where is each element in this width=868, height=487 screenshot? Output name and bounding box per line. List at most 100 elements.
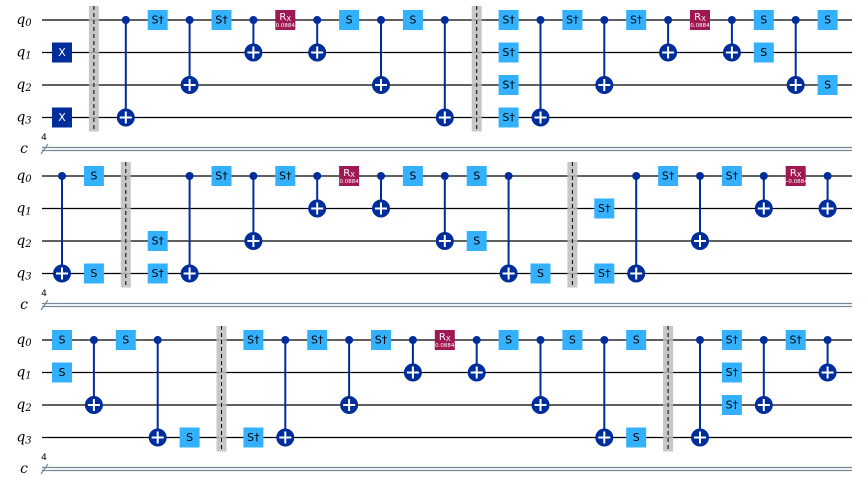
- cnot-gate: [308, 16, 327, 62]
- gate-box: [402, 10, 423, 30]
- cnot-gate: [372, 172, 390, 218]
- s-gate: S: [115, 330, 136, 350]
- s-gate: S: [339, 10, 360, 30]
- gate-box: [753, 10, 774, 30]
- gate-box: [147, 231, 168, 251]
- s-gate: S: [402, 166, 423, 186]
- gate-label: S†: [215, 170, 228, 183]
- gate-box: [626, 427, 647, 448]
- cnot-gate: [244, 172, 263, 250]
- gate-label: S: [473, 170, 480, 183]
- cnot-control-dot: [281, 336, 290, 344]
- gate-box: [785, 166, 806, 186]
- rx-gate: RX0.0884: [690, 10, 710, 30]
- s-dagger-gate: S†: [594, 198, 615, 219]
- cnot-control-dot: [696, 336, 704, 344]
- s-dagger-gate: S†: [147, 10, 168, 30]
- s-dagger-gate: S†: [307, 330, 328, 350]
- s-gate: S: [52, 330, 72, 350]
- gate-label: S†: [566, 14, 579, 27]
- cnot-gate: [435, 172, 454, 250]
- gate-label: S†: [598, 267, 611, 280]
- cnot-control-dot: [153, 336, 162, 344]
- classical-bundle-slash: [40, 463, 49, 475]
- cnot-control-dot: [377, 172, 385, 180]
- s-gate: S: [179, 427, 200, 448]
- cnot-gate: [467, 336, 486, 382]
- gate-box: [498, 42, 519, 63]
- cnot-control-dot: [823, 336, 832, 344]
- gate-box: [817, 75, 838, 95]
- gate-box: [690, 10, 710, 30]
- s-dagger-gate: S†: [721, 362, 742, 383]
- rx-gate: RX−0.0884: [784, 166, 808, 186]
- barrier: [471, 6, 482, 132]
- cnot-control-dot: [600, 336, 609, 344]
- s-dagger-gate: S†: [211, 166, 232, 186]
- gate-box: [498, 330, 519, 350]
- cnot-control-dot: [600, 16, 609, 24]
- gate-label: S†: [502, 14, 515, 27]
- cnot-gate: [659, 16, 678, 62]
- gate-box: [721, 166, 742, 186]
- s-gate: S: [498, 330, 519, 350]
- barrier: [216, 326, 227, 452]
- s-dagger-gate: S†: [721, 395, 742, 415]
- gate-label: X: [58, 111, 66, 124]
- qubit-label: q3: [16, 266, 31, 283]
- cnot-gate: [754, 336, 773, 414]
- gate-label: S†: [630, 14, 643, 27]
- cnot-control-dot: [759, 336, 768, 344]
- rx-gate: RX0.0884: [339, 166, 359, 186]
- gate-box: [594, 198, 615, 219]
- gate-label: S: [122, 334, 129, 347]
- cnot-control-dot: [408, 336, 417, 344]
- s-dagger-gate: S†: [498, 42, 519, 63]
- gate-label: S†: [789, 334, 802, 347]
- gate-box: [83, 263, 104, 284]
- classical-bit-count: 4: [41, 133, 47, 143]
- gate-label: S†: [598, 202, 611, 215]
- gate-box: [434, 330, 455, 350]
- classical-bit-count: 4: [41, 289, 47, 299]
- gate-box: [626, 10, 647, 30]
- gate-box: [626, 330, 647, 350]
- gate-label: S: [59, 366, 66, 379]
- s-dagger-gate: S†: [721, 330, 742, 350]
- gate-label: RX: [790, 168, 802, 180]
- cnot-control-dot: [249, 172, 258, 180]
- cnot-gate: [595, 16, 614, 94]
- cnot-gate: [786, 16, 805, 94]
- gate-box: [466, 231, 487, 251]
- s-gate: S: [83, 166, 104, 186]
- s-dagger-gate: S†: [275, 166, 296, 186]
- cnot-control-dot: [504, 172, 513, 180]
- gate-label: S: [760, 46, 767, 59]
- s-dagger-gate: S†: [594, 263, 615, 284]
- gate-label: RX: [694, 12, 706, 24]
- gate-box: [530, 263, 551, 284]
- gate-box: [52, 107, 72, 128]
- gate-label: RX: [343, 168, 355, 180]
- gate-box: [307, 330, 328, 350]
- gate-box: [721, 330, 742, 350]
- gate-box: [658, 166, 679, 186]
- qubit-label: q3: [16, 110, 31, 127]
- cnot-gate: [276, 336, 295, 447]
- gate-label: S†: [726, 334, 739, 347]
- s-dagger-gate: S†: [785, 330, 806, 350]
- cnot-control-dot: [440, 16, 449, 24]
- s-gate: S: [530, 263, 551, 284]
- cnot-control-dot: [791, 16, 800, 24]
- cnot-control-dot: [696, 172, 704, 180]
- gate-label: S†: [247, 334, 260, 347]
- cnot-control-dot: [759, 172, 768, 180]
- cnot-gate: [308, 172, 327, 218]
- gate-label: S: [346, 14, 353, 27]
- barrier: [663, 326, 674, 452]
- s-dagger-gate: S†: [147, 231, 168, 251]
- gate-box: [594, 263, 615, 284]
- gate-box: [52, 362, 72, 383]
